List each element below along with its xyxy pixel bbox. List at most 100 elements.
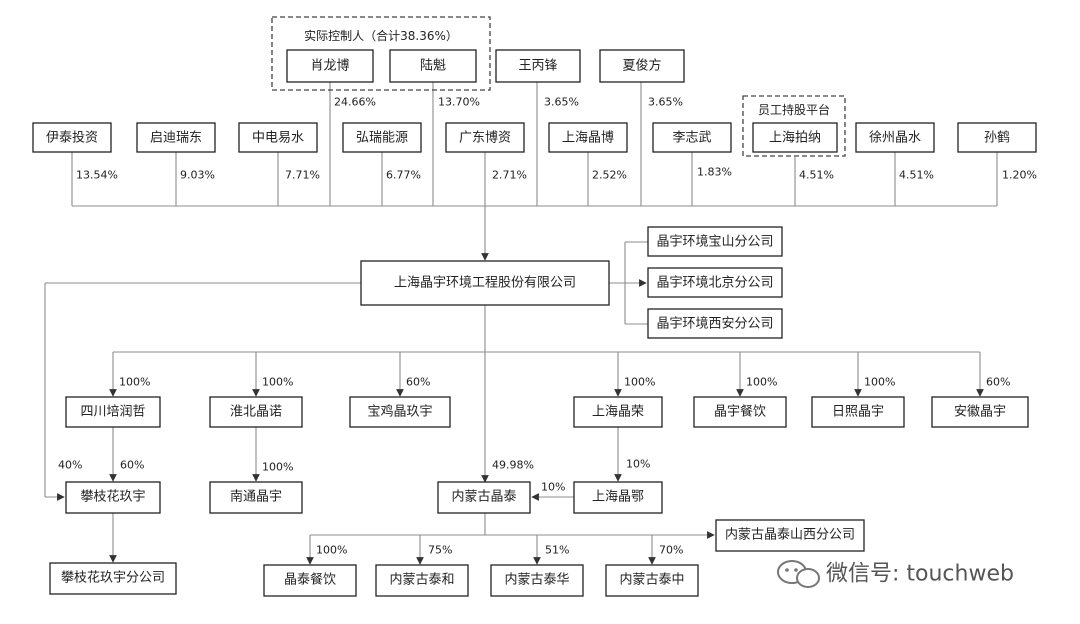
subsidiary-pct: 100% [119, 376, 150, 389]
jinge-pct-to-neimeng: 10% [541, 481, 565, 494]
neimeng-sub-name: 晶泰餐饮 [284, 572, 336, 588]
shanghai-jinge-group: 10% 上海晶鄂 10% [541, 458, 663, 514]
controller-group: 实际控制人（合计38.36%） 肖龙博 陆魁 24.66% 13.70% [271, 16, 491, 109]
subsidiary-name: 晶宇餐饮 [714, 404, 766, 420]
shareholder-pct: 7.71% [285, 169, 320, 182]
shareholder-pct: 13.54% [76, 169, 118, 182]
shareholder-row: 伊泰投资 13.54% 启迪瑞东 9.03% 中电易水 7.71% 弘瑞能源 6… [32, 122, 1037, 182]
shareholder-box [445, 122, 525, 153]
panzhihua-pct-from-company: 40% [58, 459, 82, 472]
neimeng-branch-name: 内蒙古晶泰山西分公司 [725, 527, 855, 543]
shareholder-box [32, 122, 112, 153]
shareholder-name: 孙鹤 [984, 130, 1010, 146]
subsidiary-box [65, 396, 161, 428]
holder-name-xiajunfang: 夏俊方 [622, 58, 661, 74]
panzhihua-box [65, 481, 161, 514]
neimeng-sub-box [375, 564, 469, 597]
neimeng-branch-box [715, 519, 865, 552]
jinge-pct-from-jingrong: 10% [626, 458, 650, 471]
subsidiary-pct: 100% [624, 376, 655, 389]
subsidiary-name: 日照晶宇 [832, 405, 884, 420]
neimeng-sub-name: 内蒙古泰和 [389, 572, 454, 588]
shareholder-pct: 2.52% [592, 169, 627, 182]
holder-box-wangbingfeng [495, 49, 581, 83]
subsidiary-name: 安徽晶宇 [954, 405, 1006, 420]
neimeng-sub-box [490, 564, 584, 597]
shareholder-name: 伊泰投资 [46, 130, 98, 146]
neimeng-sub-box [605, 564, 699, 597]
shareholder-pct: 9.03% [180, 169, 215, 182]
branch-name: 晶宇环境宝山分公司 [656, 235, 773, 250]
employee-platform-dashed-frame [742, 95, 846, 157]
subsidiary-name: 上海晶荣 [592, 405, 644, 420]
shareholder-box [855, 122, 935, 153]
connector-lines [44, 82, 998, 565]
branch-box [647, 226, 783, 257]
neimeng-pct: 49.98% [492, 459, 534, 472]
shareholder-box [238, 122, 318, 153]
panzhihua-group: 40% 60% 攀枝花玖宇 攀枝花玖宇分公司 [49, 459, 177, 595]
shareholder-name: 上海晶博 [562, 131, 614, 146]
subsidiary-box [349, 396, 451, 428]
shareholder-box [652, 122, 732, 153]
shareholder-pct: 4.51% [799, 169, 834, 182]
branch-name: 晶宇环境西安分公司 [656, 317, 773, 332]
shareholder-pct: 6.77% [386, 169, 421, 182]
controller-name-lukui: 陆魁 [420, 58, 446, 74]
panzhihua-branch-box [49, 562, 177, 595]
jinge-name: 上海晶鄂 [592, 490, 644, 505]
subsidiary-name: 淮北晶诺 [230, 405, 282, 420]
shareholder-name: 上海拍纳 [769, 131, 821, 146]
branch-name: 晶宇环境北京分公司 [656, 276, 773, 291]
jinge-box [573, 481, 663, 514]
panzhihua-name: 攀枝花玖宇 [80, 489, 145, 505]
subsidiary-pct: 100% [864, 376, 895, 389]
nantong-pct: 100% [262, 461, 293, 474]
subsidiaries: 100% 四川培润哲 100% 淮北晶诺 60% 宝鸡晶玖宇 100% 上海晶荣… [65, 376, 1029, 428]
shareholder-name: 徐州晶水 [869, 131, 921, 146]
controller-pct-xiaolongbo: 24.66% [334, 96, 376, 109]
shareholder-box [136, 122, 216, 153]
shareholder-name: 广东博资 [459, 131, 511, 146]
neimeng-sub-pct: 51% [545, 544, 569, 557]
company-branches: 晶宇环境宝山分公司 晶宇环境北京分公司 晶宇环境西安分公司 [647, 226, 783, 339]
neimeng-group: 49.98% 内蒙古晶泰 内蒙古晶泰山西分公司 [437, 459, 865, 552]
neimeng-name: 内蒙古晶泰 [451, 489, 516, 505]
nantong-name: 南通晶宇 [230, 489, 282, 505]
subsidiary-pct: 60% [406, 376, 430, 389]
shareholder-name: 中电易水 [252, 131, 304, 146]
subsidiary-name: 宝鸡晶玖宇 [367, 404, 432, 420]
neimeng-box [437, 481, 531, 514]
branch-box [647, 267, 783, 298]
neimeng-sub-pct: 70% [659, 544, 683, 557]
controller-box-xiaolongbo [286, 49, 374, 83]
controller-box-lukui [389, 49, 477, 83]
shareholder-box [548, 122, 628, 153]
neimeng-sub-pct: 75% [428, 544, 452, 557]
shareholder-box [342, 122, 422, 153]
holder-pct-wangbingfeng: 3.65% [544, 96, 579, 109]
shareholder-name: 启迪瑞东 [150, 131, 202, 146]
main-company: 上海晶宇环境工程股份有限公司 [360, 260, 610, 306]
company-box [360, 260, 610, 306]
subsidiary-name: 四川培润哲 [80, 404, 145, 420]
shareholder-name: 弘瑞能源 [356, 131, 408, 146]
neimeng-subsidiaries: 100% 晶泰餐饮 75% 内蒙古泰和 51% 内蒙古泰华 70% 内蒙古泰中 [263, 544, 699, 597]
holder-name-wangbingfeng: 王丙锋 [518, 59, 557, 74]
company-name: 上海晶宇环境工程股份有限公司 [394, 276, 576, 291]
neimeng-sub-box [263, 564, 357, 597]
watermark-text: 微信号: touchweb [826, 562, 1014, 587]
employee-platform: 员工持股平台 [742, 95, 846, 157]
controller-name-xiaolongbo: 肖龙博 [310, 59, 349, 74]
shareholder-pct: 2.71% [492, 169, 527, 182]
employee-platform-label: 员工持股平台 [758, 102, 830, 117]
shareholder-pct: 4.51% [899, 169, 934, 182]
controller-group-label: 实际控制人（合计38.36%） [304, 28, 458, 43]
watermark: 微信号: touchweb [777, 560, 1014, 588]
subsidiary-box [209, 396, 303, 428]
nantong-group: 100% 南通晶宇 [209, 461, 303, 514]
subsidiary-pct: 60% [986, 376, 1010, 389]
shareholder-box [957, 122, 1037, 153]
